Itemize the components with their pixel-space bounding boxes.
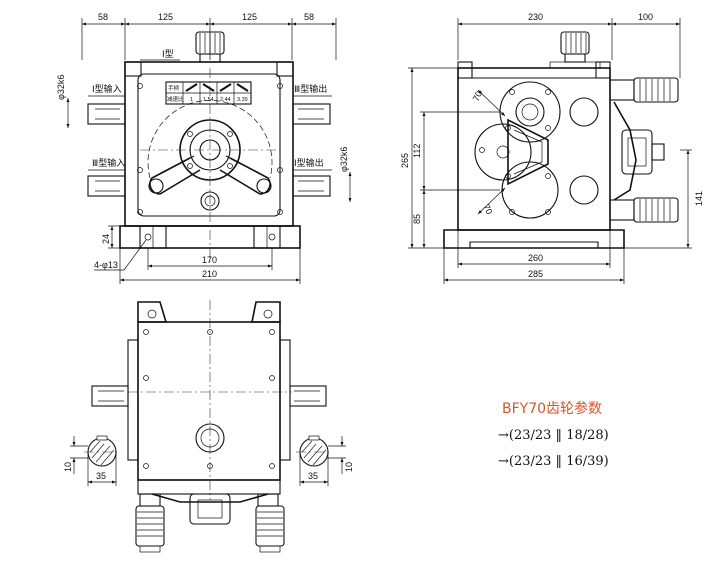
gear-params-title: BFY70齿轮参数 (502, 400, 602, 417)
key-width-right-10: 10 (344, 462, 354, 472)
side-dim-112: 112 (412, 144, 422, 158)
gear-params-line-1: →(23/23 ‖ 18/28) (498, 428, 609, 443)
lower-plug (200, 191, 220, 211)
front-shaft-input-1 (87, 103, 126, 125)
front-dim-58-right: 58 (304, 12, 314, 22)
label-input-1: Ⅰ型输入 (92, 83, 122, 95)
side-view: 230 100 (400, 12, 704, 284)
nameplate-ratio-3: 2.44 (220, 97, 231, 103)
front-top-dimensions: 58 125 125 58 (81, 12, 337, 60)
front-dim-125-right: 125 (242, 12, 257, 22)
side-hole-right-upper (569, 97, 599, 127)
nameplate-ratio-1: 1 (190, 97, 193, 103)
front-dim-58-left: 58 (98, 12, 108, 22)
side-base (443, 229, 625, 249)
side-dim-70-upper: 70 (471, 90, 484, 103)
dim-shaft-right: φ32k6 (339, 147, 349, 172)
key-width-left-10: 10 (63, 462, 73, 472)
side-handle-assembly (609, 77, 679, 223)
side-dim-141: 141 (694, 191, 704, 206)
lever-arm-left (148, 155, 201, 195)
label-output-3: Ⅲ型输出 (294, 83, 327, 95)
bottom-shaft-left (91, 385, 129, 407)
front-dim-125-left: 125 (158, 12, 173, 22)
nameplate-handle-header: 手柄 (168, 84, 180, 92)
front-dim-210: 210 (202, 269, 217, 279)
nameplate-ratio-2: 1.54 (203, 97, 214, 103)
bottom-center-plug (195, 423, 225, 453)
side-hole-right-lower (569, 175, 599, 205)
nameplate-ratio-4: 3.39 (237, 97, 248, 103)
front-shaft-output-3 (292, 103, 331, 125)
bottom-housing (137, 321, 281, 481)
ratio-nameplate: 手柄 减速比 1 1.54 2.44 3.39 (165, 81, 252, 105)
gear-params-line-2: →(23/23 ‖ 16/39) (498, 454, 609, 469)
bottom-ear-right (251, 301, 281, 323)
side-dim-265: 265 (400, 153, 410, 168)
front-type-label: Ⅰ型 (162, 49, 174, 60)
key-dim-right-35: 35 (308, 471, 318, 481)
key-section-right: 35 10 (296, 435, 354, 486)
lever-arm-right (219, 155, 272, 195)
bottom-handle-assembly (135, 479, 285, 553)
label-output-1: Ⅰ型输出 (294, 157, 324, 169)
front-housing (124, 61, 294, 227)
bottom-bolts (143, 329, 275, 469)
front-shaft-input-3 (87, 175, 126, 197)
side-gear-upper (499, 81, 561, 143)
front-bolts (137, 83, 283, 215)
front-dim-170: 170 (202, 255, 217, 265)
front-view: 58 125 125 58 Ⅰ型 (56, 12, 352, 284)
side-dim-100: 100 (638, 12, 653, 22)
nameplate-ratio-header: 减速比 (167, 95, 184, 103)
bottom-view: 35 10 35 10 (63, 300, 354, 553)
gear-parameters: BFY70齿轮参数 →(23/23 ‖ 18/28) →(23/23 ‖ 16/… (498, 400, 609, 469)
dim-shaft-left: φ32k6 (56, 75, 66, 100)
side-dim-85: 85 (412, 214, 422, 224)
bottom-ear-left (137, 301, 168, 323)
front-dim-24: 24 (101, 234, 111, 244)
key-dim-left-35: 35 (96, 471, 106, 481)
side-gear-arm (507, 118, 549, 186)
hole-note: 4-φ13 (94, 260, 118, 270)
side-dim-230: 230 (528, 12, 543, 22)
front-shaft-output-1 (292, 175, 331, 197)
key-section-left: 35 10 (63, 435, 120, 486)
side-dim-260: 260 (528, 253, 543, 263)
label-input-3: Ⅲ型输入 (92, 157, 125, 169)
bottom-shaft-right (289, 385, 327, 407)
side-gear-middle (474, 123, 532, 181)
side-gear-lower (501, 161, 559, 219)
side-top-handwheel-icon (549, 31, 601, 69)
side-bolts (479, 89, 551, 215)
side-dim-70-lower: 70 (481, 203, 494, 216)
side-dim-285: 285 (528, 269, 543, 279)
